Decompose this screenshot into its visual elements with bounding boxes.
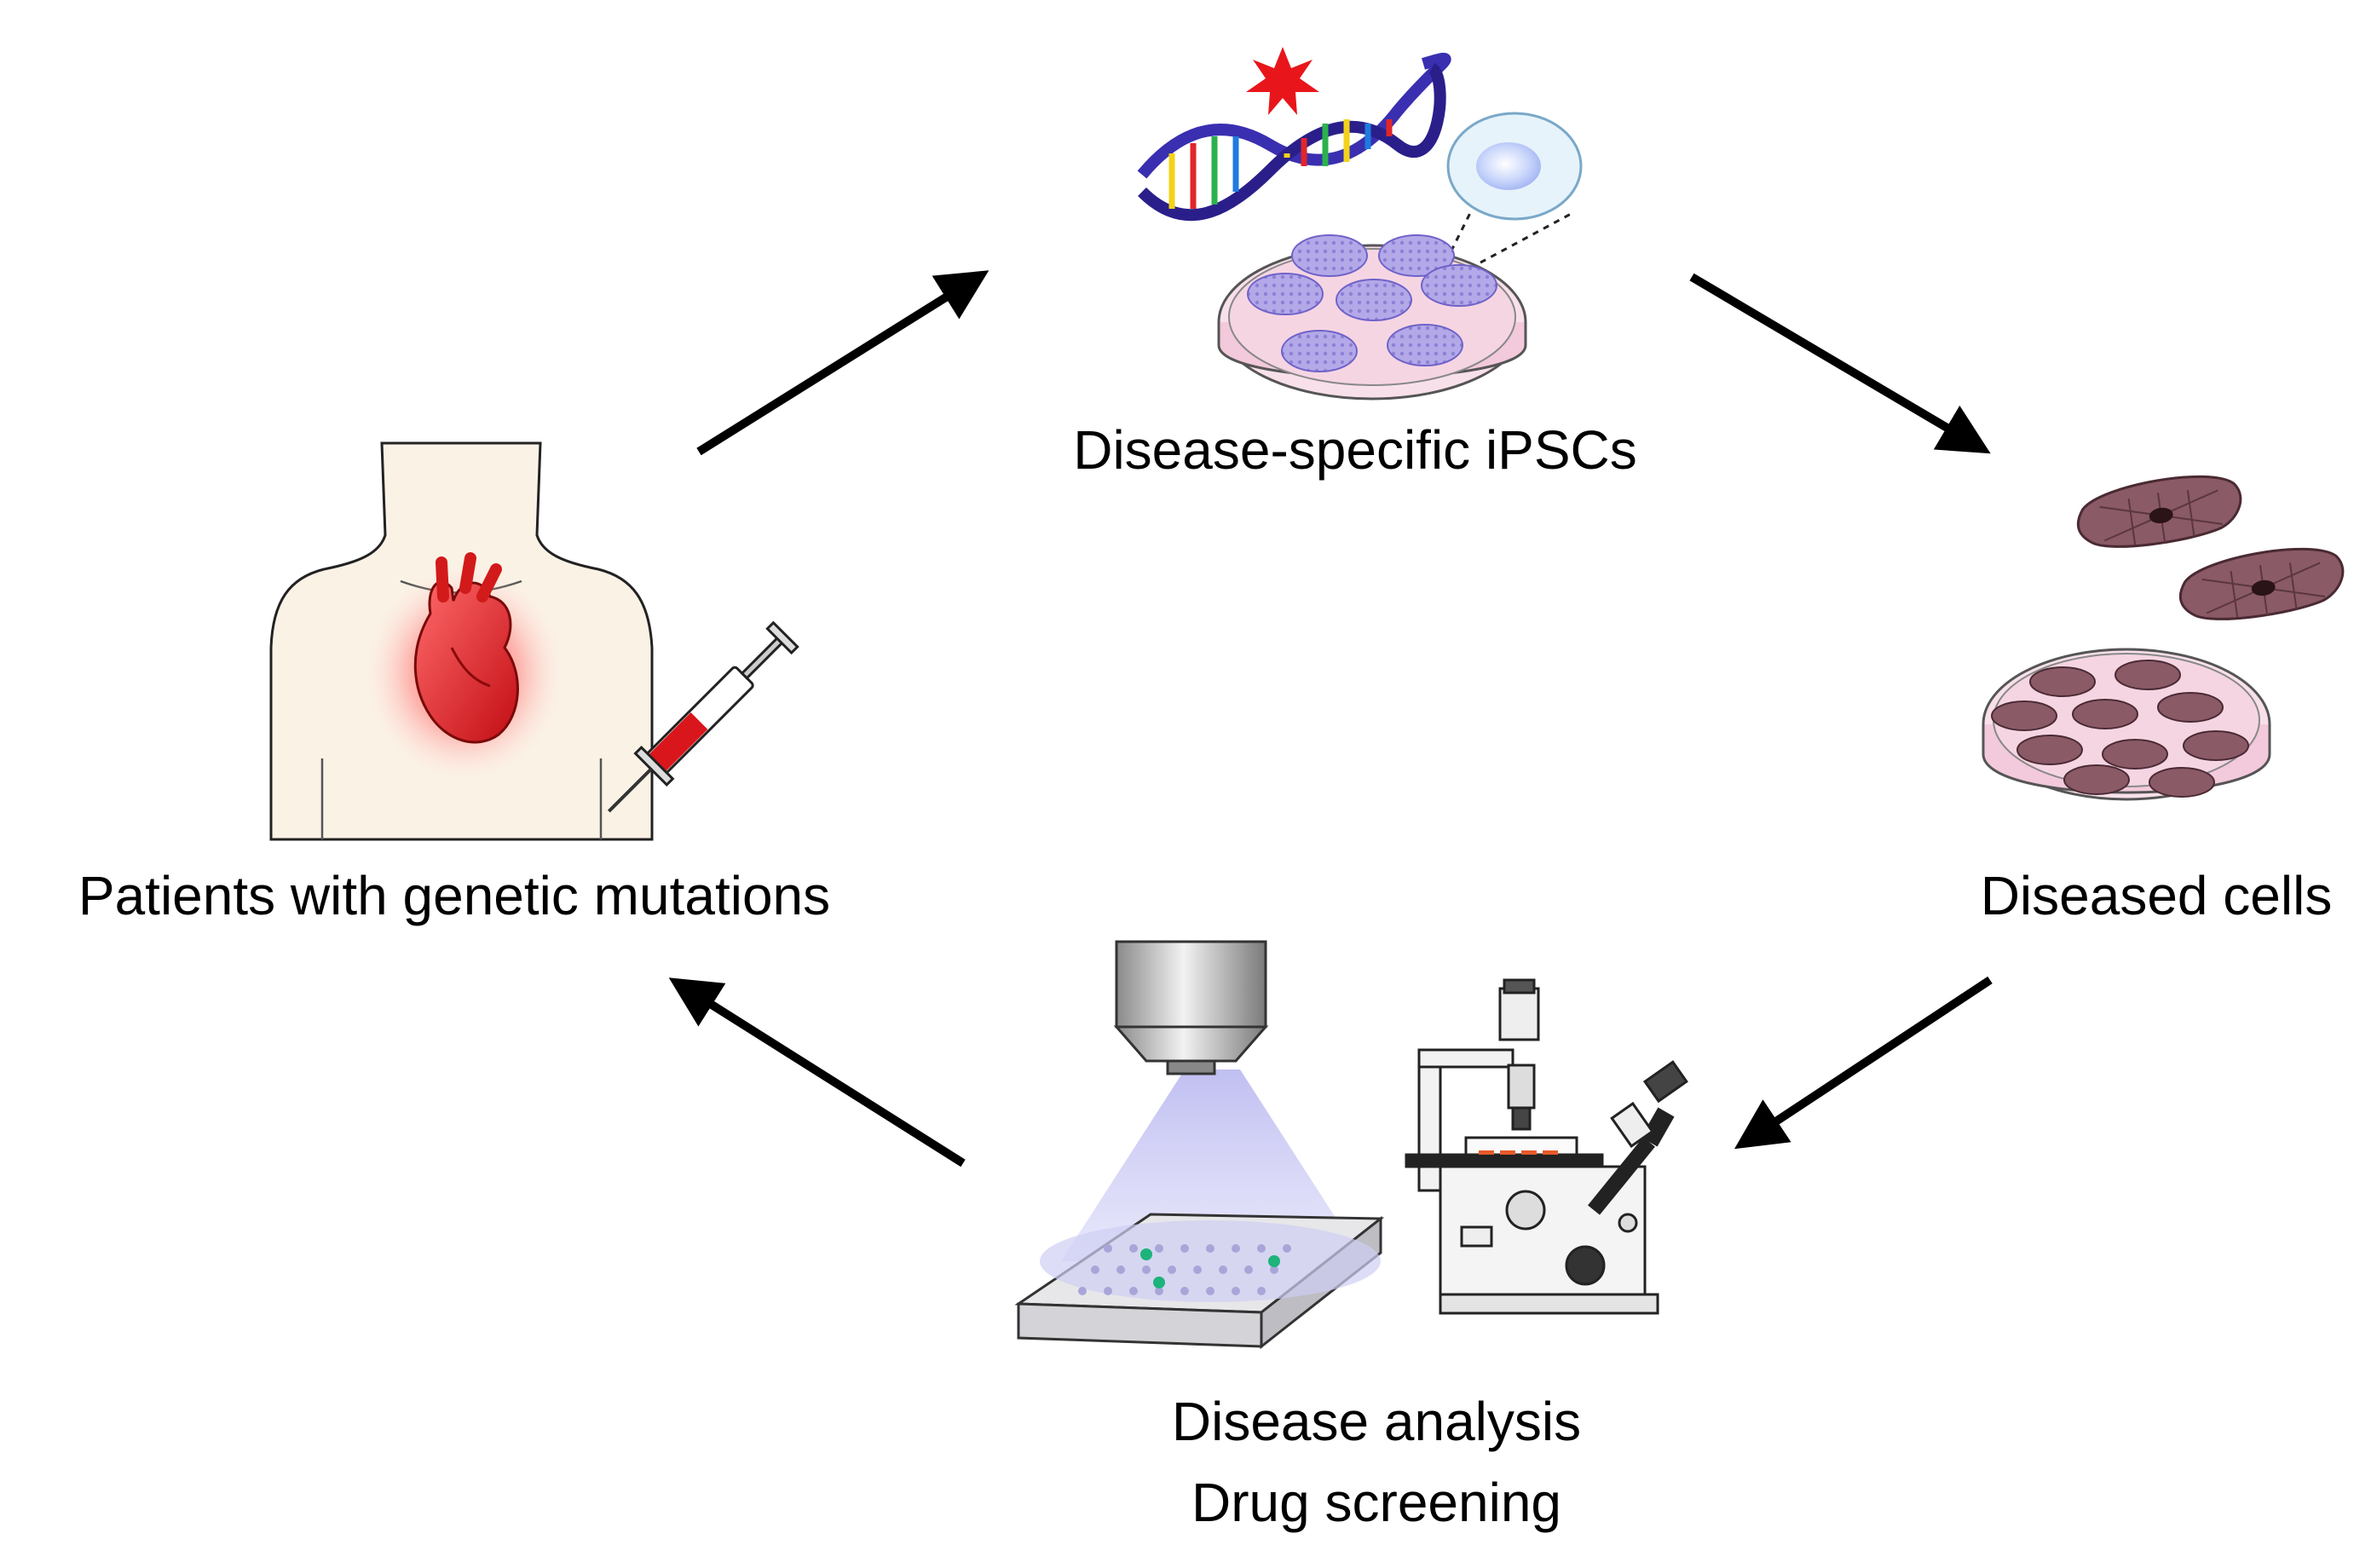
hit-well (1140, 1248, 1152, 1260)
hit-well (1153, 1277, 1165, 1288)
diseased-cells-illustration (1982, 475, 2345, 801)
arrow-patients-to-ipscs (696, 270, 989, 456)
stem-cell-icon (1446, 112, 1583, 221)
petri-dish-icon (1982, 648, 2271, 801)
light-cone (1061, 1069, 1364, 1261)
arrow-diseased-cells-to-analysis (1734, 976, 1993, 1150)
analysis-illustration (1014, 940, 1688, 1350)
syringe-icon (607, 620, 799, 813)
mutation-star-icon (1246, 47, 1319, 115)
diseased-cells-label: Diseased cells (1981, 865, 2333, 926)
patients-label: Patients with genetic mutations (78, 865, 830, 926)
petri-dish-icon (1217, 234, 1527, 401)
cardiomyocyte-icon (2076, 475, 2242, 548)
cycle-arrows (668, 270, 1993, 1167)
patient-illustration (269, 441, 799, 841)
microscope-icon (1405, 978, 1688, 1315)
dna-helix-icon (1137, 52, 1451, 222)
arrow-analysis-to-patients (668, 977, 966, 1167)
arrow-ipscs-to-diseased-cells (1689, 273, 1991, 454)
analysis-label-line2: Drug screening (1191, 1472, 1561, 1533)
heart-icon (413, 552, 519, 744)
analysis-label-line1: Disease analysis (1172, 1391, 1581, 1452)
hit-well (1268, 1255, 1280, 1267)
ipscs-label: Disease-specific iPSCs (1073, 419, 1637, 481)
cardiomyocyte-icon (2178, 547, 2345, 620)
objective-lens-icon (1113, 940, 1269, 1075)
ipsc-illustration (1137, 47, 1583, 401)
well-plate-icon (1014, 1213, 1385, 1350)
